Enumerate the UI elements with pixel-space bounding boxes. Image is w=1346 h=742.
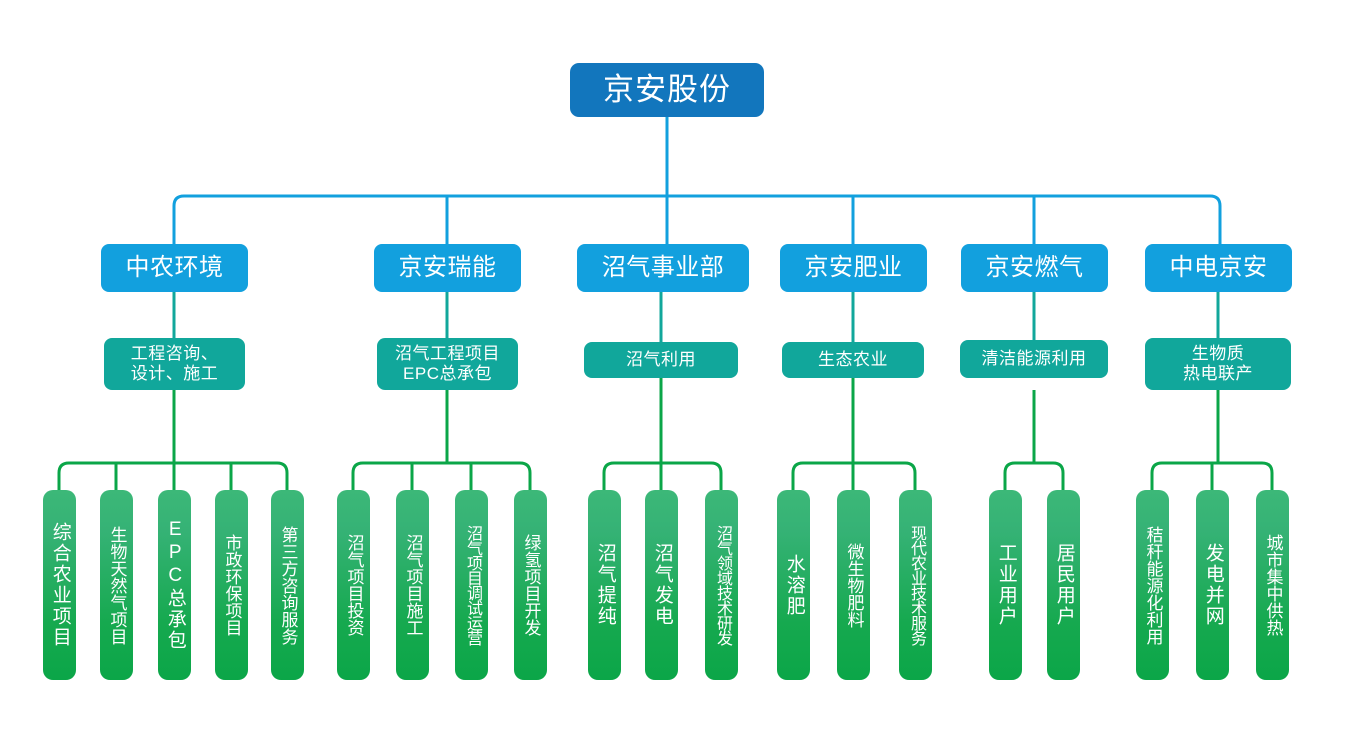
node-leaf-microbial-fertilizer[interactable]: 微生物肥料 [837,490,870,680]
node-business-zhongnong[interactable]: 工程咨询、 设计、施工 [104,338,245,390]
node-division-zhongnong-huanjing[interactable]: 中农环境 [101,244,248,292]
node-leaf-municipal-environmental-project[interactable]: 市政环保项目 [215,490,248,680]
node-leaf-modern-agriculture-technology-service[interactable]: 现代农业技术服务 [899,490,932,680]
node-division-jingan-ranqi[interactable]: 京安燃气 [961,244,1108,292]
node-business-feiye[interactable]: 生态农业 [782,342,924,378]
node-leaf-water-soluble-fertilizer[interactable]: 水溶肥 [777,490,810,680]
node-leaf-biogas-field-technology-rd[interactable]: 沼气领域技术研发 [705,490,738,680]
node-business-zhaoqi[interactable]: 沼气利用 [584,342,738,378]
node-leaf-biological-natural-gas-project[interactable]: 生物天然气项目 [100,490,133,680]
node-division-zhongdian-jingan[interactable]: 中电京安 [1145,244,1292,292]
node-business-zhongdian[interactable]: 生物质 热电联产 [1145,338,1291,390]
node-leaf-biogas-project-investment[interactable]: 沼气项目投资 [337,490,370,680]
node-division-zhaoqi-shiyebu[interactable]: 沼气事业部 [577,244,749,292]
node-leaf-biogas-purification[interactable]: 沼气提纯 [588,490,621,680]
node-division-jingan-feiye[interactable]: 京安肥业 [780,244,927,292]
node-leaf-biogas-power-generation[interactable]: 沼气发电 [645,490,678,680]
node-leaf-industrial-users[interactable]: 工业用户 [989,490,1022,680]
node-leaf-green-hydrogen-project-development[interactable]: 绿氢项目开发 [514,490,547,680]
node-leaf-urban-central-heating[interactable]: 城市集中供热 [1256,490,1289,680]
node-leaf-third-party-consulting-service[interactable]: 第三方咨询服务 [271,490,304,680]
node-leaf-power-generation-grid-connection[interactable]: 发电并网 [1196,490,1229,680]
node-leaf-comprehensive-agriculture-project[interactable]: 综合农业项目 [43,490,76,680]
node-division-jingan-ruineng[interactable]: 京安瑞能 [374,244,521,292]
node-leaf-epc-general-contracting[interactable]: EPC总承包 [158,490,191,680]
node-leaf-biogas-project-construction[interactable]: 沼气项目施工 [396,490,429,680]
node-leaf-straw-energy-utilization[interactable]: 秸秆能源化利用 [1136,490,1169,680]
node-leaf-residential-users[interactable]: 居民用户 [1047,490,1080,680]
node-business-ruineng[interactable]: 沼气工程项目 EPC总承包 [377,338,518,390]
node-business-ranqi[interactable]: 清洁能源利用 [960,340,1108,378]
node-root-jingan-shares[interactable]: 京安股份 [570,63,764,117]
node-leaf-biogas-project-commissioning-operation[interactable]: 沼气项目调试运营 [455,490,488,680]
